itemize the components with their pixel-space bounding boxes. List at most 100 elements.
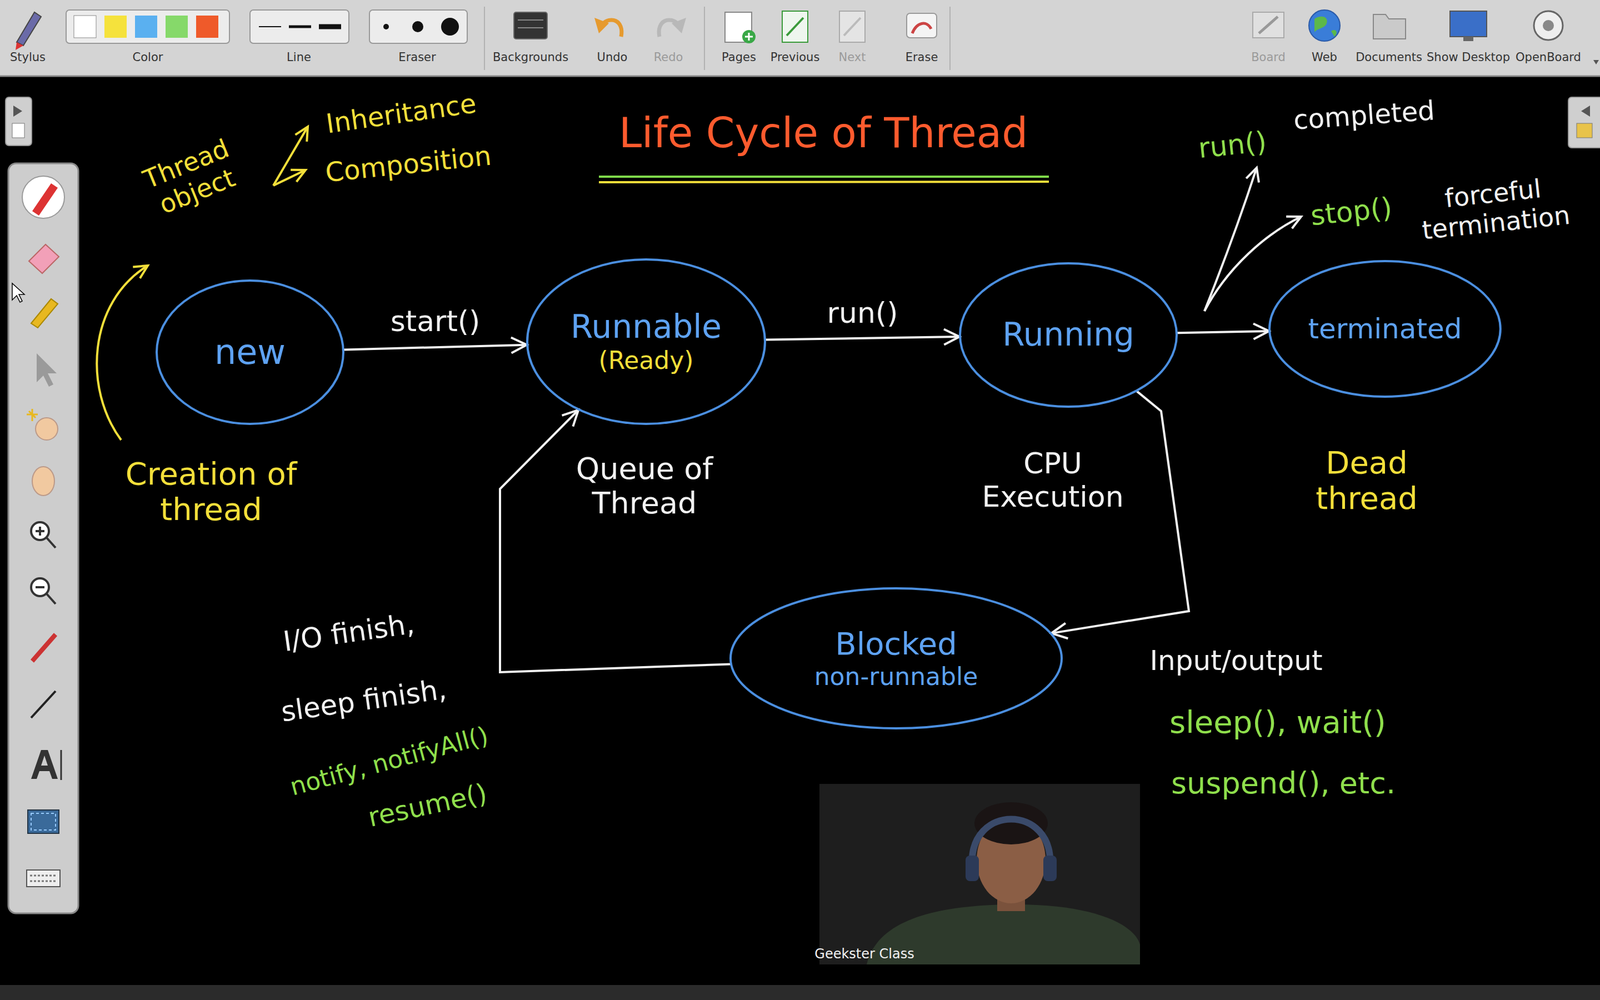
- webcam-feed-part: [1043, 855, 1057, 882]
- state-ellipse: Running: [958, 261, 1179, 409]
- transition-arrow: [500, 410, 731, 673]
- tool-palette-part: [35, 417, 58, 440]
- handwritten-note: CPU Execution: [966, 447, 1140, 514]
- state-name: Runnable: [570, 307, 722, 347]
- toolbar-part: [0, 0, 1600, 77]
- state-ellipse: Runnable(Ready): [525, 257, 767, 426]
- toolbar-label: Show Desktop: [1426, 50, 1510, 64]
- toolbar-label: Documents: [1355, 50, 1423, 64]
- web-icon-part: [1314, 16, 1328, 33]
- color-swatches: [66, 10, 230, 44]
- openboard-icon-part: [1593, 60, 1599, 65]
- web-icon-part: [1331, 30, 1337, 37]
- erase-icon: [906, 13, 937, 38]
- color-swatches-part: [73, 15, 97, 38]
- board-icon-part: [1258, 16, 1278, 34]
- pages-icon: [725, 12, 756, 44]
- ellipse-border: [960, 263, 1177, 407]
- method-note: suspend(), etc.: [1171, 766, 1396, 801]
- title-underline-part: [598, 181, 1049, 183]
- tool-palette-part: [26, 408, 38, 422]
- redo-icon-part: [671, 17, 687, 34]
- tool-palette-part: [31, 691, 56, 718]
- state-ellipse: terminated: [1267, 259, 1503, 399]
- webcam-feed-part: [965, 855, 979, 882]
- next-icon-part: [839, 11, 865, 43]
- stylus-icon-part: [16, 12, 42, 46]
- tool-palette-part: [32, 466, 55, 496]
- right-panel-tab-part: [1581, 105, 1590, 117]
- toolbar-part: [703, 6, 705, 70]
- webcam-feed-part: [974, 802, 1048, 845]
- tool-palette-part: [31, 813, 56, 830]
- handwritten-note: Input/output: [1149, 645, 1323, 678]
- method-note: sleep(), wait(): [1169, 704, 1387, 740]
- state-ellipse: new: [155, 278, 345, 426]
- tool-palette-part: [8, 163, 79, 914]
- tool-palette-part: [35, 526, 56, 548]
- next-icon: [839, 11, 865, 43]
- termination-arrows: [1204, 167, 1302, 312]
- toolbar-label: Web: [1311, 50, 1338, 64]
- title-underline-part: [598, 175, 1049, 178]
- pages-icon-part: [745, 32, 753, 41]
- toolbar-label: OpenBoard: [1515, 50, 1582, 64]
- mouse-cursor: [12, 283, 25, 303]
- eraser-size-buttons-part: [383, 23, 389, 30]
- board-icon: [1252, 12, 1284, 38]
- handwritten-note: Queue of Thread: [569, 451, 720, 521]
- web-icon-part: [1308, 10, 1340, 42]
- toolbar-label: Undo: [597, 50, 628, 64]
- mouse-cursor-part: [12, 283, 25, 303]
- ellipse-border: [1269, 261, 1501, 397]
- object-bracket-part: [273, 170, 306, 186]
- termination-arrows-part: [1204, 216, 1302, 312]
- creation-arrow-part: [96, 265, 148, 440]
- line-width-buttons-part: [258, 26, 282, 28]
- left-panel-tab-part: [12, 123, 25, 138]
- color-swatches-part: [135, 15, 158, 38]
- webcam-feed-part: [972, 819, 1051, 868]
- webcam-feed: [819, 783, 1140, 965]
- toolbar-label: Color: [132, 50, 164, 64]
- tool-palette-part: [31, 298, 58, 328]
- color-swatches-part: [66, 10, 230, 44]
- show-desktop-icon: [1450, 11, 1487, 42]
- openboard-icon-part: [1533, 11, 1563, 40]
- toolbar-label: Pages: [721, 50, 757, 64]
- tool-palette-part: [26, 870, 60, 887]
- toolbar-part: [949, 6, 951, 70]
- erase-icon-part: [912, 23, 932, 34]
- transition-arrow: [343, 345, 527, 350]
- eraser-size-buttons-part: [412, 21, 424, 33]
- show-desktop-icon-part: [1450, 11, 1487, 37]
- right-panel-tab: [1568, 97, 1600, 148]
- state-name: terminated: [1307, 312, 1462, 346]
- object-bracket-part: [273, 126, 308, 186]
- tool-palette-part: [32, 183, 58, 216]
- tool-palette-part: [36, 353, 57, 387]
- stylus-icon-part: [15, 42, 24, 50]
- toolbar-label: Stylus: [10, 50, 46, 64]
- color-swatches-part: [196, 15, 219, 38]
- ellipse-border: [730, 588, 1062, 729]
- previous-icon: [782, 11, 808, 43]
- state-name: Running: [1002, 315, 1135, 355]
- line-width-buttons: [250, 10, 349, 44]
- documents-icon-part: [1373, 14, 1406, 39]
- toolbar-label: Line: [286, 50, 312, 64]
- handwritten-note: Creation of thread: [117, 456, 305, 528]
- transition-arrow: [1177, 331, 1269, 333]
- tool-palette-part: [35, 587, 56, 604]
- previous-icon-part: [786, 17, 804, 36]
- transition-arrow: [765, 336, 960, 340]
- left-panel-tab-part: [5, 97, 32, 146]
- tool-palette-part: [60, 750, 63, 780]
- tool-palette-part: [30, 875, 57, 882]
- ellipse-border: [527, 259, 765, 424]
- creation-arrow: [96, 265, 148, 440]
- pages-icon-part: [742, 30, 756, 44]
- openboard-icon-part: [1542, 20, 1554, 32]
- tool-palette-part: [32, 634, 56, 662]
